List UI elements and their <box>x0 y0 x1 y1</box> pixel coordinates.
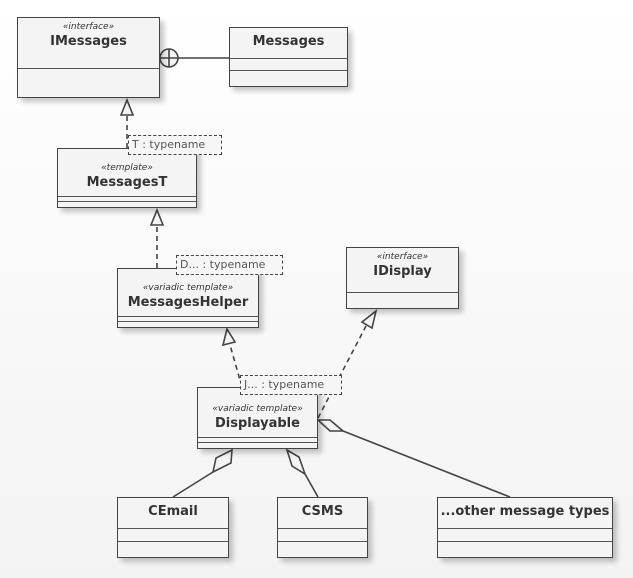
aggregation-line-cemail <box>172 471 214 498</box>
class-messageshelper[interactable]: «variadic template» MessagesHelper <box>117 268 259 328</box>
idisplay-attributes <box>347 293 458 311</box>
aggregation-diamond-csms <box>285 448 307 476</box>
aggregation-line-other <box>342 430 511 498</box>
aggregation-diamond-other <box>315 419 346 432</box>
messagest-operations <box>58 202 196 207</box>
csms-attributes <box>278 529 367 542</box>
messageshelper-name: MessagesHelper <box>127 295 249 310</box>
messageshelper-stereotype: «variadic template» <box>142 283 234 293</box>
messages-attributes <box>230 59 347 71</box>
cemail-operations <box>118 542 228 556</box>
other-message-types-name: ...other message types <box>440 504 610 519</box>
class-idisplay[interactable]: «interface» IDisplay <box>346 247 459 309</box>
realization-displayable-helper <box>229 344 243 388</box>
class-cemail[interactable]: CEmail <box>117 497 229 558</box>
imessages-name: IMessages <box>50 34 127 49</box>
template-param-displayable: J... : typename <box>240 375 342 395</box>
csms-operations <box>278 542 367 556</box>
realization-arrowhead-helper <box>221 326 237 347</box>
imessages-stereotype: «interface» <box>62 22 115 32</box>
messages-name: Messages <box>252 34 325 49</box>
idisplay-stereotype: «interface» <box>376 252 429 262</box>
class-messages[interactable]: Messages <box>229 27 348 87</box>
cemail-attributes <box>118 529 228 542</box>
class-csms[interactable]: CSMS <box>277 497 368 558</box>
template-param-messagest: T : typename <box>128 135 222 155</box>
imessages-attributes <box>18 69 159 100</box>
template-param-messageshelper: D... : typename <box>176 255 283 275</box>
messagest-name: MessagesT <box>86 175 168 190</box>
csms-name: CSMS <box>301 504 344 519</box>
class-other-message-types[interactable]: ...other message types <box>437 497 613 558</box>
class-messagest[interactable]: «template» MessagesT <box>57 148 197 208</box>
other-message-types-operations <box>438 542 612 556</box>
class-imessages[interactable]: «interface» IMessages <box>17 17 160 98</box>
displayable-stereotype: «variadic template» <box>212 404 303 414</box>
aggregation-line-csms <box>304 473 319 498</box>
realization-arrowhead-idisplay <box>360 308 378 330</box>
displayable-operations <box>198 443 317 448</box>
displayable-name: Displayable <box>215 416 300 431</box>
cemail-name: CEmail <box>148 504 198 519</box>
messages-operations <box>230 71 347 85</box>
messagest-stereotype: «template» <box>101 163 153 173</box>
idisplay-name: IDisplay <box>373 264 432 279</box>
aggregation-diamond-cemail <box>211 448 233 474</box>
other-message-types-attributes <box>438 529 612 542</box>
realization-arrowhead-messagest <box>149 207 165 226</box>
messageshelper-attributes <box>118 317 258 322</box>
realization-displayable-idisplay <box>317 325 367 419</box>
messagest-attributes <box>58 197 196 202</box>
displayable-attributes <box>198 438 317 443</box>
realization-arrowhead-imessages <box>119 97 135 116</box>
class-displayable[interactable]: «variadic template» Displayable <box>197 387 318 449</box>
messageshelper-operations <box>118 322 258 327</box>
